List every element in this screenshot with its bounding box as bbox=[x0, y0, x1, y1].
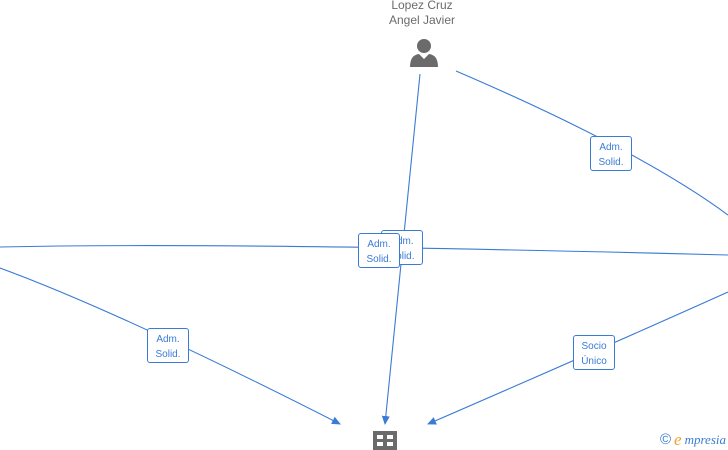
edge-left-to-right bbox=[0, 245, 728, 256]
role-label-adm-solid[interactable]: Adm. Solid. bbox=[590, 136, 632, 171]
copyright-icon: © bbox=[659, 431, 672, 448]
person-icon bbox=[410, 39, 438, 67]
role-label-line1: Adm. bbox=[599, 142, 623, 153]
company-building-icon[interactable] bbox=[373, 431, 397, 450]
brand-logo-letter: e bbox=[674, 430, 682, 449]
role-label-line1: Adm. bbox=[390, 236, 414, 247]
edge-left-to-company bbox=[0, 267, 341, 425]
person-name-line1: Lopez Cruz bbox=[391, 0, 453, 12]
person-name-line2: Angel Javier bbox=[388, 13, 456, 27]
brand-logo-text: mpresia bbox=[684, 432, 726, 447]
role-label-line2: Solid. bbox=[155, 349, 181, 360]
role-label-line2: Solid. bbox=[366, 254, 392, 265]
role-label-line1: Adm. bbox=[367, 239, 391, 250]
role-label-line1: Socio bbox=[581, 341, 607, 352]
role-label-adm-solid[interactable]: Adm. Solid. bbox=[358, 233, 400, 268]
role-label-line2: Solid. bbox=[389, 251, 415, 262]
role-label-socio-unico[interactable]: Socio Único bbox=[573, 335, 615, 370]
role-label-line1: Adm. bbox=[156, 334, 180, 345]
role-label-line2: Único bbox=[581, 356, 607, 367]
role-label-line2: Solid. bbox=[598, 157, 624, 168]
role-label-adm-solid[interactable]: Adm. Solid. bbox=[147, 328, 189, 363]
